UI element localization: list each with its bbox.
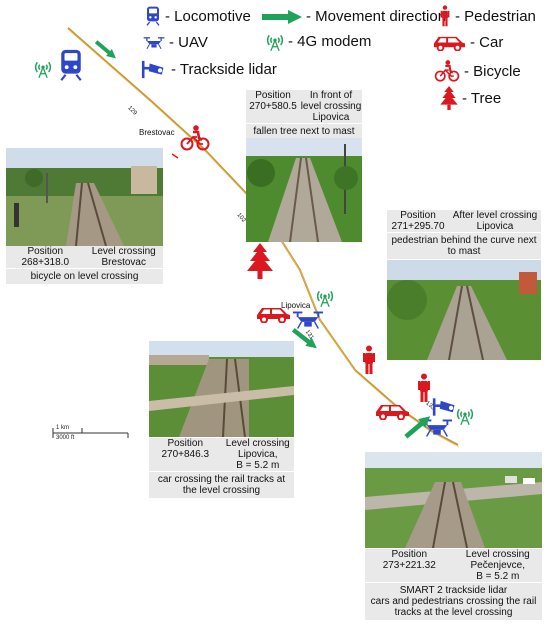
legend-label: - Car <box>470 34 504 51</box>
crossing-name: Pečenjevce, <box>470 560 525 571</box>
legend-label: - Bicycle <box>464 62 521 80</box>
legend-label: - Trackside lidar <box>171 61 277 78</box>
photo-image <box>365 452 542 548</box>
crossing-name: Lipovica <box>312 112 350 123</box>
crossing-type: In front of level crossing <box>300 90 362 112</box>
position-label: Position <box>167 438 204 449</box>
legend-label: - Movement direction <box>306 8 447 25</box>
lidar-icon <box>432 397 458 417</box>
caption-note: car crossing the rail tracks at the leve… <box>149 471 294 498</box>
photo-after-lipovica <box>387 260 541 360</box>
crossing-width: B = 5.2 m <box>476 571 520 582</box>
tree-icon <box>247 243 273 279</box>
scale-km: 1 km <box>56 425 70 431</box>
position-value: 270+580.5 <box>249 101 297 112</box>
legend-tree: - Tree <box>440 86 501 110</box>
crossing-width: B = 5.2 m <box>236 460 280 471</box>
position-label: Position <box>400 210 436 221</box>
crossing-type: After level crossing <box>452 210 538 221</box>
photo-image <box>6 148 163 246</box>
pedestrian-icon <box>362 345 376 375</box>
scale-ft: 3000 ft <box>56 435 75 441</box>
position-value: 271+295.70 <box>391 221 445 232</box>
legend-lidar: - Trackside lidar <box>141 60 277 79</box>
legend-label: - 4G modem <box>288 32 372 50</box>
modem-icon <box>456 403 474 427</box>
legend-label: - UAV <box>169 34 208 51</box>
locomotive-icon <box>58 48 84 82</box>
modem-icon <box>316 285 334 309</box>
crossing-type: Level crossing <box>91 246 156 257</box>
crossing-type: Level crossing <box>225 438 290 449</box>
position-value: 268+318.0 <box>21 257 70 268</box>
crossing-type: Level crossing <box>465 549 530 560</box>
place-brestovac: Brestovac <box>139 128 175 137</box>
caption-note: SMART 2 trackside lidar <box>399 585 508 596</box>
place-lipovica: Lipovica <box>281 301 311 310</box>
caption-lipovica: Position 270+846.3 Level crossing Lipovi… <box>149 438 294 498</box>
caption-after-lipovica: Position 271+295.70 After level crossing… <box>387 210 541 259</box>
position-value: 273+221.32 <box>382 560 436 571</box>
photo-pecenjevce <box>365 452 542 548</box>
legend-label: - Pedestrian <box>455 7 536 25</box>
photo-image <box>246 138 362 242</box>
position-label: Position <box>27 246 64 257</box>
caption-note: bicycle on level crossing <box>6 268 163 284</box>
pedestrian-icon <box>417 373 431 403</box>
legend-movement: - Movement direction <box>262 8 446 25</box>
photo-image <box>149 341 294 437</box>
photo-front-lipovica <box>246 138 362 242</box>
car-icon <box>374 402 410 420</box>
crossing-name: Lipovica <box>476 221 514 232</box>
photo-brestovac <box>6 148 163 246</box>
position-label: Position <box>255 90 291 101</box>
caption-note: fallen tree next to mast <box>246 123 362 139</box>
caption-notes: SMART 2 trackside lidar cars and pedestr… <box>365 582 542 620</box>
caption-note: cars and pedestrians crossing the rail t… <box>370 596 537 618</box>
scale-bar <box>52 428 129 438</box>
railway-track-shadow <box>68 29 460 448</box>
crossing-name: Lipovica, <box>238 449 278 460</box>
caption-note: pedestrian behind the curve next to mast <box>387 232 541 259</box>
photo-lipovica <box>149 341 294 437</box>
legend-bicycle: - Bicycle <box>434 60 521 82</box>
modem-icon <box>34 56 52 80</box>
photo-image <box>387 260 541 360</box>
position-value: 270+846.3 <box>161 449 210 460</box>
caption-pecenjevce: Position 273+221.32 Level crossing Pečen… <box>365 549 542 620</box>
legend-modem: - 4G modem <box>266 30 371 52</box>
position-label: Position <box>391 549 428 560</box>
legend-label: - Tree <box>462 89 502 107</box>
crossing-name: Brestovac <box>101 257 146 268</box>
car-icon <box>255 305 291 323</box>
legend-pedestrian: - Pedestrian <box>439 5 536 27</box>
caption-front-lipovica: Position 270+580.5 In front of level cro… <box>246 90 362 139</box>
legend-car: - Car <box>432 34 503 51</box>
legend-label: - Locomotive <box>165 7 251 25</box>
caption-brestovac: Position 268+318.0 Level crossing Bresto… <box>6 246 163 284</box>
bicycle-icon <box>180 125 210 151</box>
legend-uav: - UAV <box>143 34 208 51</box>
legend-locomotive: - Locomotive <box>145 5 251 27</box>
